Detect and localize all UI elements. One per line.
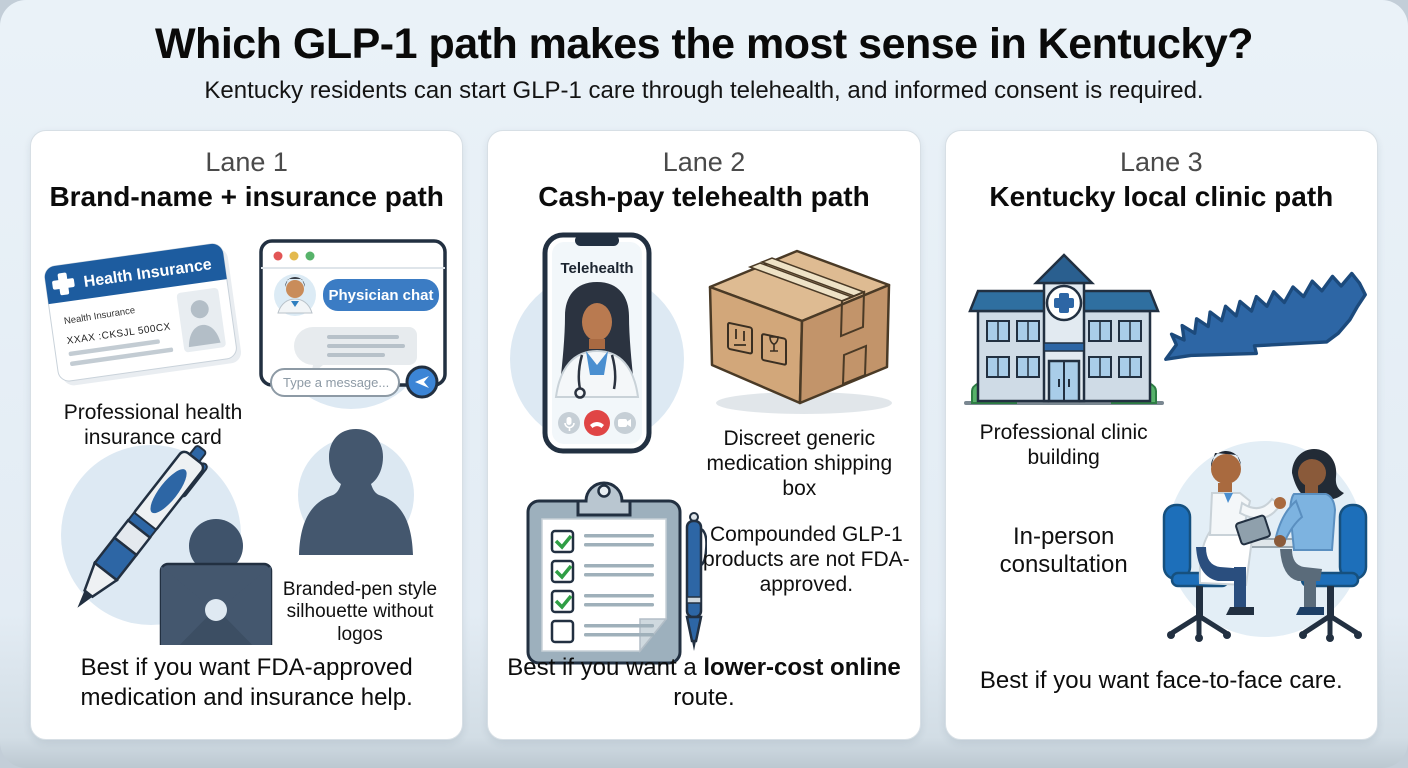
patient-hand <box>1273 535 1286 547</box>
shoe <box>1295 607 1324 615</box>
insurance-caption: Professional health insurance card <box>63 401 243 449</box>
lane-2-card: Lane 2 Cash-pay telehealth path Teleheal… <box>487 130 921 740</box>
phone-screen-label: Telehealth <box>561 260 634 277</box>
page-subtitle: Kentucky residents can start GLP-1 care … <box>204 77 1204 104</box>
doctor-figure <box>1195 450 1286 615</box>
lane-3-card: Lane 3 Kentucky local clinic path <box>944 130 1378 740</box>
checkmark-icon <box>555 534 573 550</box>
mic-icon <box>566 417 572 425</box>
window-dot-yellow-icon <box>289 251 299 261</box>
telehealth-phone-illustration: Telehealth <box>510 232 685 454</box>
pen-caption: Branded-pen style silhouette without log… <box>282 579 438 645</box>
stethoscope-icon <box>574 387 587 399</box>
box-caption: Discreet generic medication shipping box <box>706 427 893 500</box>
window-dot-green-icon <box>305 251 315 261</box>
checkmark-icon <box>555 564 573 580</box>
window-dot-red-icon <box>273 251 283 261</box>
clinic-windows <box>985 320 1142 378</box>
clinic-caption: Professional clinic building <box>979 421 1148 469</box>
header: Which GLP-1 path makes the most sense in… <box>0 0 1408 105</box>
lane-1-card: Lane 1 Brand-name + insurance path Healt… <box>30 130 464 740</box>
lane-2-label: Lane 2 <box>662 147 746 177</box>
consult-caption: In-person consultation <box>999 523 1128 579</box>
shipping-box-illustration <box>709 249 893 414</box>
lane-2-footer: Best if you want a lower-cost online rou… <box>507 654 901 711</box>
lane-2-title: Cash-pay telehealth path <box>538 181 870 212</box>
lane-3-title: Kentucky local clinic path <box>989 181 1334 212</box>
physician-chat-illustration: Physician chat Type a message... <box>259 239 447 409</box>
fragile-icon <box>727 322 754 355</box>
checklist-clipboard-illustration <box>526 481 708 665</box>
lane-3-footer: Best if you want face-to-face care. <box>979 667 1343 694</box>
checklist-rows <box>551 529 655 644</box>
lane-3-label: Lane 3 <box>1120 147 1203 177</box>
tablet <box>1234 514 1271 546</box>
patient-figure <box>1273 449 1344 615</box>
page-title: Which GLP-1 path makes the most sense in… <box>154 20 1254 68</box>
bust-silhouette-illustration <box>298 429 414 555</box>
lanes-row: Lane 1 Brand-name + insurance path Healt… <box>30 130 1378 740</box>
end-call-icon <box>590 422 605 428</box>
insurance-card-illustration: Health Insurance Nealth Insurance XXAX :… <box>44 243 242 386</box>
shoe <box>1225 607 1254 615</box>
lane-1-label: Lane 1 <box>205 147 288 177</box>
cardholder-avatar-icon <box>190 300 209 319</box>
phone-notch-icon <box>575 235 620 246</box>
checkmark-icon <box>555 594 573 610</box>
chat-input[interactable] <box>270 368 400 397</box>
lane-1-title: Brand-name + insurance path <box>49 181 444 212</box>
chat-bubble-text: Physician chat <box>328 287 433 304</box>
video-icon <box>618 419 628 427</box>
gesturing-hand <box>1273 497 1286 509</box>
pen-illustration <box>685 512 708 651</box>
lane-1-footer: Best if you want FDA-approved medication… <box>80 654 413 711</box>
chat-input-placeholder: Type a message... <box>283 375 389 390</box>
branded-pen-illustration <box>61 445 273 645</box>
compounded-caption: Compounded GLP-1 products are not FDA-ap… <box>703 523 910 596</box>
consultation-illustration <box>1162 441 1367 642</box>
kentucky-state-shape <box>1163 271 1367 361</box>
send-icon <box>415 376 429 388</box>
clinic-building-illustration <box>963 253 1164 405</box>
